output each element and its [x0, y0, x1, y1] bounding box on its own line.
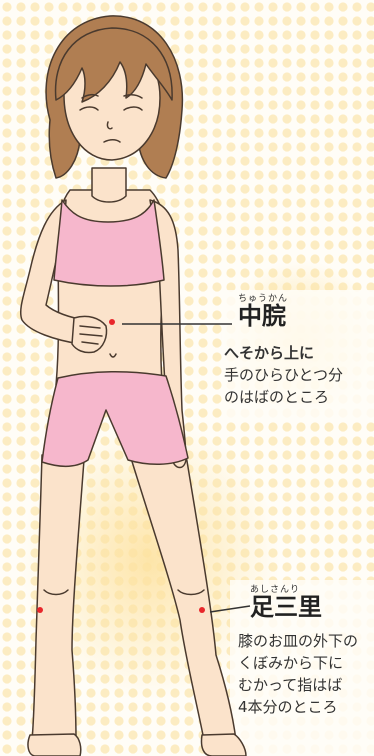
name-chukan: 中脘 [238, 302, 286, 330]
ruby-ashisanri: あしさんり [250, 585, 301, 595]
woman-illustration [19, 15, 247, 756]
nose [106, 121, 113, 130]
desc-chukan: へそから上に 手のひらひとつ分 のはばのところ [224, 342, 343, 408]
acupoint-dot [199, 607, 205, 613]
leader-line [209, 605, 251, 613]
text-panel [222, 290, 374, 420]
background-glow [20, 420, 280, 700]
desc-ashisanri-line: 膝のお皿の外下の [238, 632, 359, 650]
desc-ashisanri-line: くぼみから下に [238, 654, 344, 672]
desc-chukan-lead: へそから上に [224, 344, 315, 362]
ruby-chukan: ちゅうかん [238, 294, 289, 304]
name-ashisanri: 足三里 [250, 593, 322, 621]
acupoint-dot [37, 607, 43, 613]
eye [79, 106, 99, 111]
right-foot [200, 733, 247, 756]
left-foot [27, 733, 82, 756]
desc-ashisanri-line: 4本分のところ [238, 698, 338, 716]
mouth [103, 139, 121, 143]
left-arm [19, 199, 87, 345]
label-chukan: ちゅうかん 中脘 [238, 291, 288, 328]
desc-chukan-line: のはばのところ [224, 388, 330, 406]
shorts [41, 370, 189, 467]
label-ashisanri: あしさんり 足三里 [250, 582, 322, 619]
sports-top [53, 199, 165, 287]
acupoint-dot [109, 319, 115, 325]
neck [91, 167, 127, 203]
eye [123, 106, 143, 111]
desc-ashisanri: 膝のお皿の外下の くぼみから下に むかって指はば 4本分のところ [238, 630, 358, 718]
desc-ashisanri-line: むかって指はば [238, 676, 343, 694]
text-panel [230, 580, 374, 756]
hair-bangs [54, 27, 173, 103]
desc-chukan-line: 手のひらひとつ分 [224, 366, 343, 384]
